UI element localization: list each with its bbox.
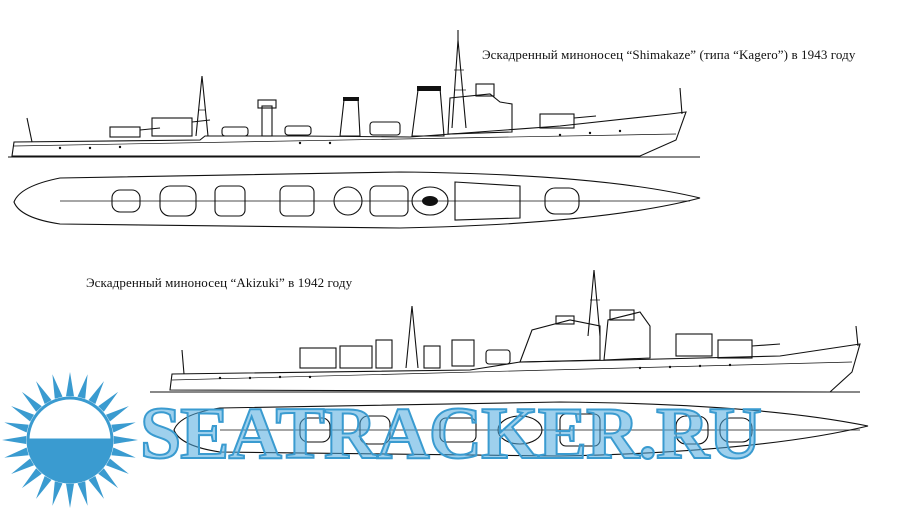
sun-ray [21, 468, 42, 489]
sun-ray [11, 406, 34, 422]
akizuki-caption: Эскадренный миноносец “Akizuki” в 1942 г… [86, 275, 353, 290]
akizuki-top-plan [173, 401, 869, 457]
sun-ray [98, 468, 119, 489]
sun-ray [11, 458, 34, 474]
shimakaze-top-plan [13, 171, 701, 229]
watermark-fill: SEATRACKER.RU [140, 393, 762, 475]
sun-ray [77, 374, 88, 399]
shimakaze-caption: Эскадренный миноносец “Shimakaze” (типа … [482, 47, 856, 62]
sun-ray [2, 436, 27, 444]
sun-ray [52, 481, 63, 506]
watermark-text: SEATRACKER.RU [139, 392, 763, 476]
sun-ray [66, 483, 74, 508]
sun-ray [111, 447, 136, 458]
sun-ray [21, 391, 42, 412]
sun-ray [111, 422, 136, 433]
sun-ray [98, 391, 119, 412]
sun-ray [113, 436, 138, 444]
sun-rays-logo [2, 372, 138, 508]
sun-ray [66, 372, 74, 397]
sun-ray [77, 481, 88, 506]
akizuki-side-profile [150, 269, 861, 393]
sun-ray [106, 406, 129, 422]
sun-ray [36, 381, 52, 404]
sun-ray [88, 381, 104, 404]
sun-ray [52, 374, 63, 399]
sun-ray [106, 458, 129, 474]
sun-ray [36, 476, 52, 499]
sun-ray [4, 422, 29, 433]
sun-ray [88, 476, 104, 499]
shimakaze-side-profile [8, 30, 700, 158]
sun-ray [4, 447, 29, 458]
